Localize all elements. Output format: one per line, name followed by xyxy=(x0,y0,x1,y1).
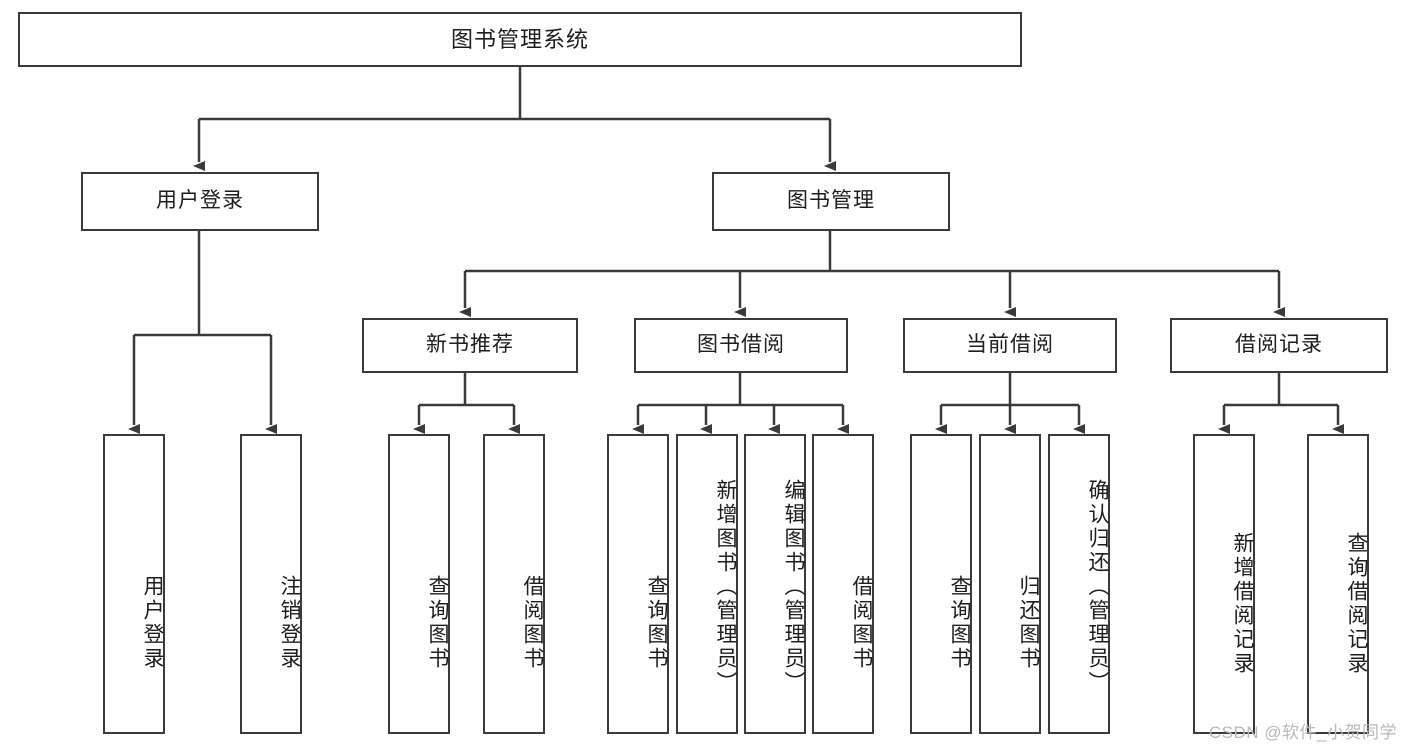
node-current-borrow[interactable]: 当前借阅 xyxy=(903,318,1117,373)
node-borrow-record[interactable]: 借阅记录 xyxy=(1170,318,1388,373)
node-label: 查询图书 xyxy=(948,575,971,671)
node-label: 编辑图书（管理员） xyxy=(782,479,805,695)
leaf-borrow-record-query-record[interactable]: 查询借阅记录 xyxy=(1307,434,1369,734)
leaf-new-book-borrow-book[interactable]: 借阅图书 xyxy=(483,434,545,734)
csdn-watermark: CSDN @软件_小贺同学 xyxy=(1208,723,1397,742)
node-label: 查询图书 xyxy=(426,575,449,671)
node-label: 查询图书 xyxy=(645,575,668,671)
node-root-book-management-system[interactable]: 图书管理系统 xyxy=(18,12,1022,67)
node-label: 图书管理 xyxy=(787,189,875,213)
node-label: 借阅图书 xyxy=(521,575,544,671)
leaf-book-borrow-query-book[interactable]: 查询图书 xyxy=(607,434,669,734)
leaf-new-book-query-book[interactable]: 查询图书 xyxy=(388,434,450,734)
node-new-book-recommend[interactable]: 新书推荐 xyxy=(362,318,578,373)
leaf-borrow-record-add-record[interactable]: 新增借阅记录 xyxy=(1193,434,1255,734)
leaf-book-borrow-edit-book-admin[interactable]: 编辑图书（管理员） xyxy=(744,434,806,734)
node-label: 用户登录 xyxy=(156,189,244,213)
leaf-book-borrow-add-book-admin[interactable]: 新增图书（管理员） xyxy=(676,434,738,734)
leaf-current-borrow-query-book[interactable]: 查询图书 xyxy=(910,434,972,734)
node-label: 图书管理系统 xyxy=(450,26,589,52)
node-label: 新增借阅记录 xyxy=(1231,532,1254,676)
node-label: 归还图书 xyxy=(1017,575,1040,671)
node-label: 借阅记录 xyxy=(1235,333,1323,357)
node-label: 注销登录 xyxy=(278,575,301,671)
leaf-current-borrow-confirm-return-admin[interactable]: 确认归还（管理员） xyxy=(1048,434,1110,734)
node-label: 新增图书（管理员） xyxy=(714,479,737,695)
node-label: 确认归还（管理员） xyxy=(1086,479,1109,695)
node-label: 图书借阅 xyxy=(697,333,785,357)
node-book-borrow[interactable]: 图书借阅 xyxy=(634,318,848,373)
node-label: 新书推荐 xyxy=(426,333,514,357)
node-label: 用户登录 xyxy=(141,575,164,671)
node-label: 查询借阅记录 xyxy=(1345,532,1368,676)
node-user-login[interactable]: 用户登录 xyxy=(81,172,319,231)
node-book-management[interactable]: 图书管理 xyxy=(712,172,950,231)
leaf-user-login-login[interactable]: 用户登录 xyxy=(103,434,165,734)
leaf-current-borrow-return-book[interactable]: 归还图书 xyxy=(979,434,1041,734)
leaf-user-login-logout[interactable]: 注销登录 xyxy=(240,434,302,734)
leaf-book-borrow-borrow-book[interactable]: 借阅图书 xyxy=(812,434,874,734)
node-label: 当前借阅 xyxy=(966,333,1054,357)
node-label: 借阅图书 xyxy=(850,575,873,671)
